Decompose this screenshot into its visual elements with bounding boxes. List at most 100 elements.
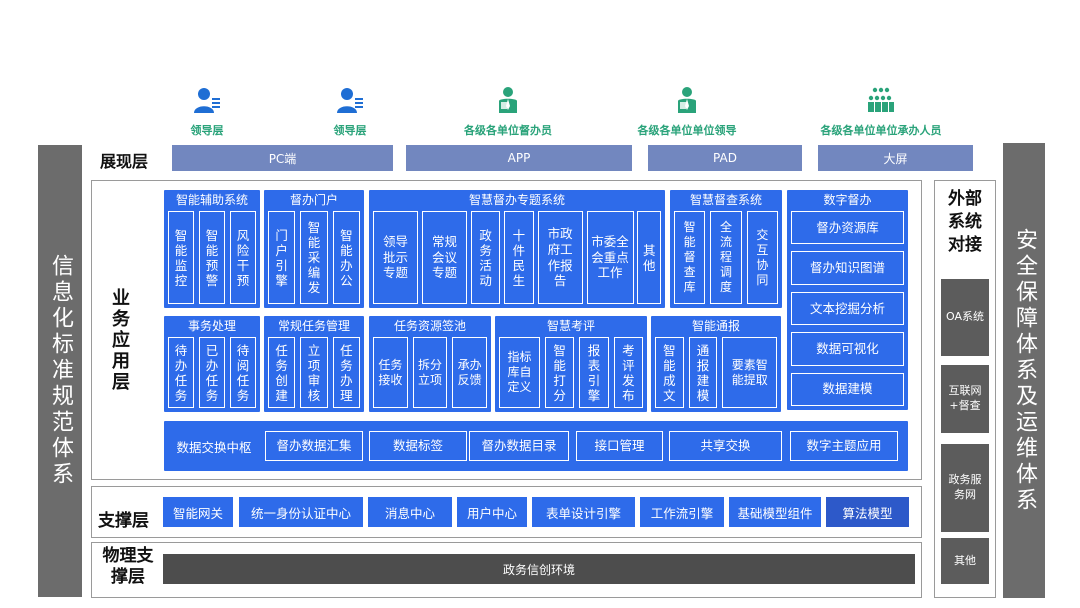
channel-label: APP (507, 151, 531, 165)
data-hub-module[interactable]: 督办数据汇集 (265, 431, 363, 461)
business-group-title: 智慧考评 (546, 319, 595, 333)
data-hub-label: 数据交换中枢 (176, 439, 252, 455)
data-hub-module[interactable]: 共享交换 (669, 431, 782, 461)
business-group-title: 督办门户 (289, 193, 338, 207)
business-module[interactable]: 领导批示专题 (373, 211, 419, 304)
support-module[interactable]: 算法模型 (826, 497, 909, 527)
external-system[interactable]: 互联网+督查 (941, 365, 989, 433)
business-module[interactable]: 智能监控 (168, 211, 194, 304)
supervisor-icon (493, 86, 523, 116)
business-module[interactable]: 文本挖掘分析 (791, 291, 904, 326)
business-group: 智能辅助系统智能监控智能预警风险干预 (164, 190, 260, 308)
business-module[interactable]: 报表引擎 (579, 337, 609, 408)
business-module[interactable]: 拆分立项 (412, 337, 448, 408)
business-module[interactable]: 督办知识图谱 (791, 251, 904, 285)
business-module[interactable]: 智能督查库 (674, 211, 706, 304)
business-module[interactable]: 市政府工作报告 (537, 211, 583, 304)
external-title: 外部系统对接 (948, 189, 982, 255)
data-hub-module[interactable]: 数字主题应用 (790, 431, 898, 461)
business-module[interactable]: 智能打分 (545, 337, 575, 408)
user-role-label: 领导层 (333, 124, 367, 137)
user-role: 各级各单位单位承办人员 (806, 86, 956, 138)
data-hub-module[interactable]: 接口管理 (576, 431, 663, 461)
channel-0[interactable]: PC端 (172, 145, 393, 171)
external-system[interactable]: 其他 (941, 538, 989, 584)
business-module[interactable]: 已办任务 (199, 337, 225, 408)
business-group-title: 智能辅助系统 (175, 193, 248, 207)
business-module[interactable]: 待阅任务 (230, 337, 256, 408)
leader-icon (335, 86, 365, 116)
external-system[interactable]: OA系统 (941, 279, 989, 356)
business-module[interactable]: 指标库自定义 (499, 337, 541, 408)
data-hub-module[interactable]: 数据标签 (369, 431, 467, 461)
business-module[interactable]: 全流程调度 (710, 211, 742, 304)
channel-label: PAD (713, 151, 737, 165)
business-group-title: 智慧督查系统 (689, 193, 762, 207)
business-group: 智能通报智能成文通报建模要素智能提取 (651, 316, 781, 412)
left-pillar: 信息化标准规范体系 (38, 145, 82, 597)
business-module[interactable]: 数据建模 (791, 372, 904, 406)
business-module[interactable]: 数据可视化 (791, 332, 904, 366)
presentation-layer-title: 展现层 (100, 152, 149, 171)
business-group-title: 智慧督办专题系统 (468, 193, 565, 207)
external-system[interactable]: 政务服务网 (941, 444, 989, 532)
business-module[interactable]: 智能采编发 (300, 211, 328, 304)
left-pillar-label: 信息化标准规范体系 (48, 254, 73, 488)
business-module[interactable]: 任务接收 (373, 337, 408, 408)
channel-2[interactable]: PAD (648, 145, 802, 171)
business-module[interactable]: 十件民生 (504, 211, 534, 304)
business-module[interactable]: 承办反馈 (452, 337, 487, 408)
business-module[interactable]: 风险干预 (230, 211, 256, 304)
business-group: 常规任务管理任务创建立项审核任务办理 (264, 316, 364, 412)
business-module[interactable]: 任务办理 (332, 337, 360, 408)
business-module[interactable]: 待办任务 (168, 337, 194, 408)
business-group: 数字督办督办资源库督办知识图谱文本挖掘分析数据可视化数据建模 (787, 190, 908, 410)
support-module[interactable]: 工作流引擎 (640, 497, 724, 527)
data-hub-module[interactable]: 督办数据目录 (469, 431, 569, 461)
user-role: 各级各单位督办员 (433, 86, 583, 138)
business-module[interactable]: 督办资源库 (791, 211, 904, 245)
business-module[interactable]: 市委全会重点工作 (586, 211, 634, 304)
staff-group-icon (866, 86, 896, 116)
user-role-label: 各级各单位单位领导 (637, 124, 737, 137)
support-module[interactable]: 智能网关 (163, 497, 233, 527)
right-pillar: 安全保障体系及运维体系 (1003, 143, 1045, 598)
business-group-title: 常规任务管理 (277, 319, 350, 333)
business-module[interactable]: 智能预警 (199, 211, 225, 304)
channel-1[interactable]: APP (406, 145, 632, 171)
user-role: 领导层 (275, 86, 425, 138)
business-group: 督办门户门户引擎智能采编发智能办公 (264, 190, 364, 308)
support-module[interactable]: 消息中心 (368, 497, 452, 527)
business-module[interactable]: 常规会议专题 (421, 211, 468, 304)
business-module[interactable]: 考评发布 (613, 337, 643, 408)
business-module[interactable]: 其他 (637, 211, 661, 304)
business-module[interactable]: 智能办公 (332, 211, 360, 304)
business-group: 智慧考评指标库自定义智能打分报表引擎考评发布 (495, 316, 647, 412)
business-module[interactable]: 立项审核 (300, 337, 328, 408)
business-module[interactable]: 通报建模 (688, 337, 718, 408)
business-module[interactable]: 门户引擎 (268, 211, 296, 304)
support-module[interactable]: 统一身份认证中心 (239, 497, 363, 527)
support-module[interactable]: 表单设计引擎 (532, 497, 635, 527)
business-group: 事务处理待办任务已办任务待阅任务 (164, 316, 260, 412)
supervisor-icon (672, 86, 702, 116)
business-group: 智慧督办专题系统领导批示专题常规会议专题政务活动十件民生市政府工作报告市委全会重… (369, 190, 665, 308)
channel-label: PC端 (268, 151, 297, 166)
physical-env-label: 政务信创环境 (502, 562, 575, 577)
business-group: 任务资源签池任务接收拆分立项承办反馈 (369, 316, 491, 412)
user-role-label: 各级各单位单位承办人员 (820, 124, 942, 137)
data-hub-bar: 数据交换中枢督办数据汇集数据标签督办数据目录接口管理共享交换数字主题应用 (164, 421, 908, 471)
leader-icon (192, 86, 222, 116)
user-role-label: 各级各单位督办员 (464, 124, 552, 137)
business-group-title: 任务资源签池 (393, 319, 466, 333)
business-module[interactable]: 要素智能提取 (722, 337, 777, 408)
business-group-title: 事务处理 (187, 319, 236, 333)
right-pillar-label: 安全保障体系及运维体系 (1012, 227, 1037, 514)
support-module[interactable]: 用户中心 (457, 497, 527, 527)
business-module[interactable]: 智能成文 (655, 337, 684, 408)
business-module[interactable]: 交互协同 (746, 211, 778, 304)
business-module[interactable]: 任务创建 (268, 337, 296, 408)
support-module[interactable]: 基础模型组件 (729, 497, 821, 527)
channel-3[interactable]: 大屏 (818, 145, 973, 171)
business-module[interactable]: 政务活动 (470, 211, 501, 304)
